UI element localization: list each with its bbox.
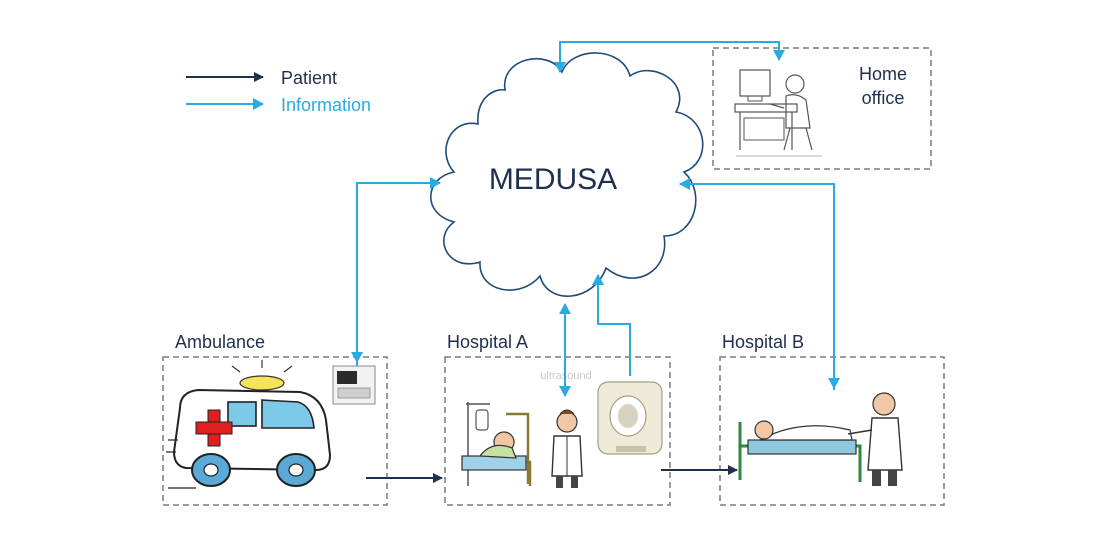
hospital-a-node: Hospital A ultrasound [444, 332, 671, 506]
hospital-b-box [719, 356, 945, 506]
info-arrow-hospital-b-to-cloud [679, 178, 835, 390]
hospital-a-box [444, 356, 671, 506]
ambulance-icon [166, 360, 332, 489]
legend-patient-label: Patient [281, 68, 337, 88]
hospital-b-label: Hospital B [722, 332, 804, 352]
doctor-examining-patient-icon [738, 392, 903, 486]
patient-in-bed-icon [461, 402, 532, 486]
info-arrow-cloud-to-hospital-b [690, 183, 840, 389]
ambulance-node: Ambulance [162, 332, 388, 506]
legend-information-label: Information [281, 95, 371, 115]
home-office-label-line2: office [862, 88, 905, 108]
info-arrow-mri-to-cloud [592, 274, 631, 376]
hospital-b-node: Hospital B [719, 332, 945, 506]
medusa-cloud: MEDUSA [429, 52, 704, 298]
doctor-at-computer-icon [730, 62, 828, 162]
ultrasound-device-icon [332, 365, 376, 405]
legend: Patient Information [186, 68, 371, 115]
ambulance-label: Ambulance [175, 332, 265, 352]
home-office-node: Home office [712, 47, 932, 170]
patient-arrows [366, 465, 738, 483]
doctor-icon [551, 409, 583, 488]
home-office-label-line1: Home [859, 64, 907, 84]
ambulance-box [162, 356, 388, 506]
cloud-label: MEDUSA [489, 163, 617, 196]
info-arrow-cloud-to-ambulance [351, 182, 430, 363]
info-arrow-ambulance-to-cloud [356, 177, 441, 366]
information-arrows [351, 41, 840, 397]
info-arrow-to-home-office [560, 41, 785, 61]
mri-scanner-icon [597, 381, 663, 455]
hospital-a-label: Hospital A [447, 332, 528, 352]
